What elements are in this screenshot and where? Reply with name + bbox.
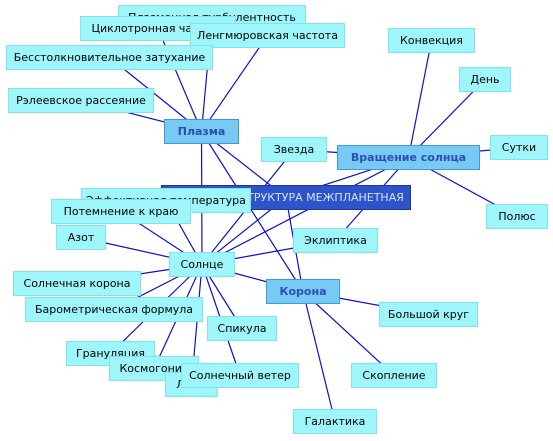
node-galaktika[interactable]: Галактика bbox=[293, 409, 377, 434]
node-zvezda[interactable]: Звезда bbox=[261, 137, 327, 162]
node-label: Скопление bbox=[362, 369, 426, 382]
node-konvekciya[interactable]: Конвекция bbox=[388, 28, 475, 53]
node-potemnenie[interactable]: Потемнение к краю bbox=[51, 199, 191, 224]
node-label: Солнце bbox=[180, 258, 224, 271]
node-solnce[interactable]: Солнце bbox=[169, 252, 235, 277]
node-label: День bbox=[470, 73, 500, 86]
node-label: Космогония bbox=[119, 362, 189, 375]
node-label: Плазма bbox=[177, 125, 226, 138]
edge-plazma-lengmuir bbox=[201, 35, 268, 132]
node-label: Ленгмюровская частота bbox=[197, 29, 338, 42]
node-label: Вращение солнца bbox=[350, 151, 467, 164]
edge-plazma-korona bbox=[200, 131, 304, 292]
node-rayleigh[interactable]: Рэлеевское рассеяние bbox=[8, 88, 154, 113]
edge-korona-galaktika bbox=[302, 291, 336, 422]
node-label: Солнечная корона bbox=[23, 277, 131, 290]
edge-korona-skoplenie bbox=[302, 291, 395, 376]
node-sol_veter[interactable]: Солнечный ветер bbox=[181, 363, 299, 388]
node-label: Эклиптика bbox=[304, 234, 367, 247]
node-label: Звезда bbox=[273, 143, 315, 156]
node-label: Барометрическая формула bbox=[34, 303, 194, 316]
node-sol_korona[interactable]: Солнечная корона bbox=[13, 271, 141, 296]
node-spikula[interactable]: Спикула bbox=[207, 316, 277, 341]
node-vrashchenie[interactable]: Вращение солнца bbox=[337, 145, 480, 170]
node-label: Бесстолкновительное затухание bbox=[13, 51, 206, 64]
node-besstolk[interactable]: Бесстолкновительное затухание bbox=[6, 45, 213, 70]
node-plazma[interactable]: Плазма bbox=[164, 119, 239, 144]
node-label: Солнечный ветер bbox=[189, 369, 291, 382]
edge-vrashchenie-solnce bbox=[201, 156, 409, 266]
node-polyus[interactable]: Полюс bbox=[486, 204, 548, 229]
node-label: Азот bbox=[67, 231, 95, 244]
node-ekliptika[interactable]: Эклиптика bbox=[293, 228, 378, 253]
node-azot[interactable]: Азот bbox=[56, 225, 106, 250]
node-sutki[interactable]: Сутки bbox=[490, 135, 548, 160]
edge-vrashchenie-konvekciya bbox=[407, 40, 433, 158]
node-barometr[interactable]: Барометрическая формула bbox=[25, 297, 203, 322]
node-label: Полюс bbox=[498, 210, 536, 223]
node-label: Потемнение к краю bbox=[63, 205, 179, 218]
node-label: Сутки bbox=[501, 141, 537, 154]
node-label: Рэлеевское рассеяние bbox=[16, 94, 146, 107]
node-label: Корона bbox=[279, 285, 327, 298]
node-lengmuir[interactable]: Ленгмюровская частота bbox=[190, 23, 345, 48]
node-korona[interactable]: Корона bbox=[266, 279, 340, 304]
node-label: Спикула bbox=[217, 322, 267, 335]
node-skoplenie[interactable]: Скопление bbox=[351, 363, 437, 388]
node-label: Большой круг bbox=[387, 308, 470, 321]
node-bolshoi_krug[interactable]: Большой круг bbox=[379, 302, 478, 327]
edge-vrashchenie-den bbox=[408, 79, 486, 158]
node-den[interactable]: День bbox=[459, 67, 511, 92]
node-label: Галактика bbox=[304, 415, 366, 428]
node-label: Конвекция bbox=[400, 34, 463, 47]
